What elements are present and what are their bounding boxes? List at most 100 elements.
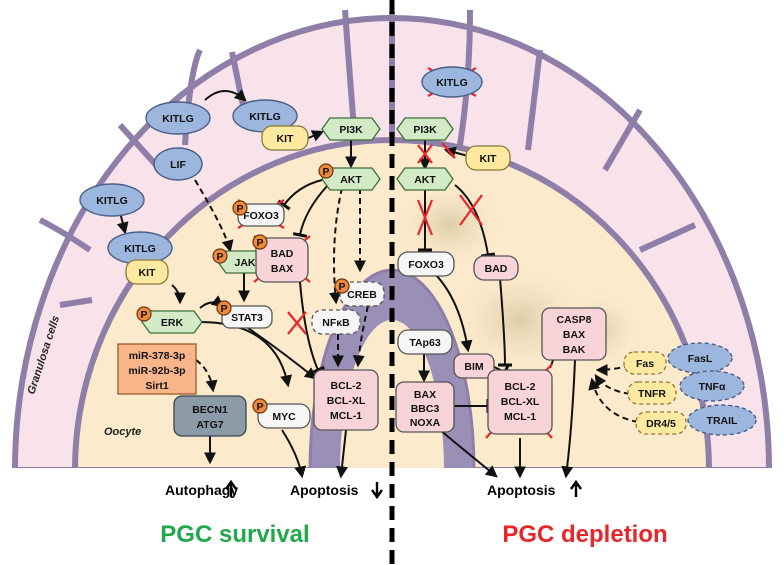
node-tnfa: TNFα <box>679 370 745 402</box>
svg-text:FOXO3: FOXO3 <box>408 259 444 271</box>
svg-text:ERK: ERK <box>161 317 184 329</box>
depletion-panel: KITLG PI3K KIT AKT FOXO3 BAD TAp63 BIM <box>395 66 757 548</box>
phospho-akt: P <box>318 163 334 179</box>
node-kitlg-membrane: KITLG <box>232 99 298 133</box>
outcome-apoptosis-right: Apoptosis <box>487 482 556 498</box>
node-becn1-atg7: BECN1 ATG7 <box>173 395 247 437</box>
arrow-tnfr-casp8 <box>594 373 631 395</box>
arrow-kitlg-to-kitlg <box>204 89 247 102</box>
svg-text:AKT: AKT <box>414 174 436 186</box>
svg-text:MYC: MYC <box>272 411 296 423</box>
node-erk: ERK <box>141 310 203 334</box>
phospho-foxo3: P <box>232 200 248 216</box>
node-akt: AKT <box>321 167 381 191</box>
svg-text:P: P <box>216 251 223 263</box>
svg-text:BCL-2: BCL-2 <box>331 380 362 392</box>
node-bax-group-r: BAX BBC3 NOXA <box>395 381 455 433</box>
svg-text:FOXO3: FOXO3 <box>243 210 279 222</box>
up-arrow-autophagy <box>225 479 237 497</box>
node-myc: MYC <box>257 403 311 429</box>
svg-text:Fas: Fas <box>636 358 654 370</box>
arrow-lif-to-jak <box>194 179 234 253</box>
inhibit-akt-foxo3 <box>277 179 323 211</box>
phospho-badges: P P P P P P P P <box>136 163 350 414</box>
outcome-autophagy: Autophagy <box>165 482 238 498</box>
svg-text:PI3K: PI3K <box>339 124 363 136</box>
node-bcl2-group-left: BCL-2 BCL-XL MCL-1 <box>313 369 379 431</box>
phospho-myc: P <box>252 398 268 414</box>
svg-text:TNFR: TNFR <box>638 388 666 400</box>
svg-text:AKT: AKT <box>340 174 362 186</box>
svg-text:P: P <box>322 166 329 178</box>
svg-text:BAX: BAX <box>563 329 585 341</box>
svg-text:KIT: KIT <box>277 133 295 145</box>
title-pgc-survival: PGC survival <box>160 521 309 548</box>
node-kit-left: KIT <box>125 259 169 285</box>
svg-text:KITLG: KITLG <box>162 113 194 125</box>
node-lif: LIF <box>153 147 203 181</box>
node-bim: BIM <box>453 353 495 379</box>
svg-text:DR4/5: DR4/5 <box>646 418 676 430</box>
node-tap63: TAp63 <box>397 329 453 355</box>
arrow-myc-apoptosis <box>281 429 307 479</box>
svg-text:MCL-1: MCL-1 <box>504 411 536 423</box>
arrow-casp8-apoptosis <box>561 359 576 479</box>
svg-text:STAT3: STAT3 <box>231 312 263 324</box>
node-stat3: STAT3 <box>221 305 273 329</box>
node-bcl2-group-r: BCL-2 BCL-XL MCL-1 <box>487 369 553 435</box>
node-dr45: DR4/5 <box>635 411 687 435</box>
svg-text:CASP8: CASP8 <box>556 314 591 326</box>
up-arrow-apoptosis-right <box>570 479 582 497</box>
node-creb: CREB <box>339 281 385 307</box>
node-akt-r: AKT <box>396 167 454 191</box>
svg-text:BCL-XL: BCL-XL <box>501 396 540 408</box>
svg-text:P: P <box>256 401 263 413</box>
arrow-bax-apoptosis-r <box>439 429 498 478</box>
svg-text:miR-378-3p: miR-378-3p <box>129 350 186 362</box>
svg-text:LIF: LIF <box>170 159 186 171</box>
svg-text:P: P <box>140 309 147 321</box>
svg-text:NOXA: NOXA <box>410 417 441 429</box>
phospho-bad: P <box>252 234 268 250</box>
svg-text:P: P <box>236 203 243 215</box>
arrow-erk-myc <box>194 320 292 388</box>
node-bad-bax: BAD BAX <box>255 237 309 283</box>
svg-text:BAD: BAD <box>485 263 508 275</box>
svg-text:BAK: BAK <box>563 344 586 356</box>
svg-text:CREB: CREB <box>347 289 377 301</box>
svg-text:KITLG: KITLG <box>124 243 156 255</box>
node-foxo3-r: FOXO3 <box>397 251 455 277</box>
node-kitlg-left: KITLG <box>79 183 145 217</box>
node-kitlg-top: KITLG <box>145 101 211 135</box>
svg-text:ATG7: ATG7 <box>196 419 223 431</box>
svg-text:BCL-XL: BCL-XL <box>327 395 366 407</box>
node-bad-r: BAD <box>473 255 519 281</box>
node-fasl: FasL <box>667 342 733 374</box>
node-nfkb: NFκB <box>311 309 361 335</box>
arrow-stat3-bcl2 <box>247 327 317 380</box>
svg-text:KIT: KIT <box>139 267 157 279</box>
inhibit-akt-bad-r <box>454 184 496 258</box>
inhibit-bad-bcl2-r <box>497 277 513 367</box>
node-kitlg-r: KITLG <box>421 66 483 98</box>
svg-text:BAD: BAD <box>271 248 294 260</box>
svg-text:BAX: BAX <box>414 389 436 401</box>
svg-text:BECN1: BECN1 <box>192 404 228 416</box>
svg-text:PI3K: PI3K <box>413 124 437 136</box>
node-fas: Fas <box>623 351 667 375</box>
svg-text:KIT: KIT <box>480 153 498 165</box>
arrow-kit-to-erk <box>171 284 186 305</box>
outcome-apoptosis-left: Apoptosis <box>290 482 359 498</box>
arrow-akt-nfkb <box>329 187 343 305</box>
survival-panel: Granulosa cells Oocyte <box>25 89 385 548</box>
svg-text:BIM: BIM <box>464 361 484 373</box>
arrow-mirna-becn1 <box>195 359 218 393</box>
node-pi3k-r: PI3K <box>396 117 454 141</box>
phospho-stat3: P <box>216 300 232 316</box>
svg-text:Sirt1: Sirt1 <box>145 380 169 392</box>
svg-text:MCL-1: MCL-1 <box>330 410 362 422</box>
node-kit-top: KIT <box>261 125 309 151</box>
svg-text:BAX: BAX <box>271 263 293 275</box>
svg-text:TRAIL: TRAIL <box>707 415 738 427</box>
